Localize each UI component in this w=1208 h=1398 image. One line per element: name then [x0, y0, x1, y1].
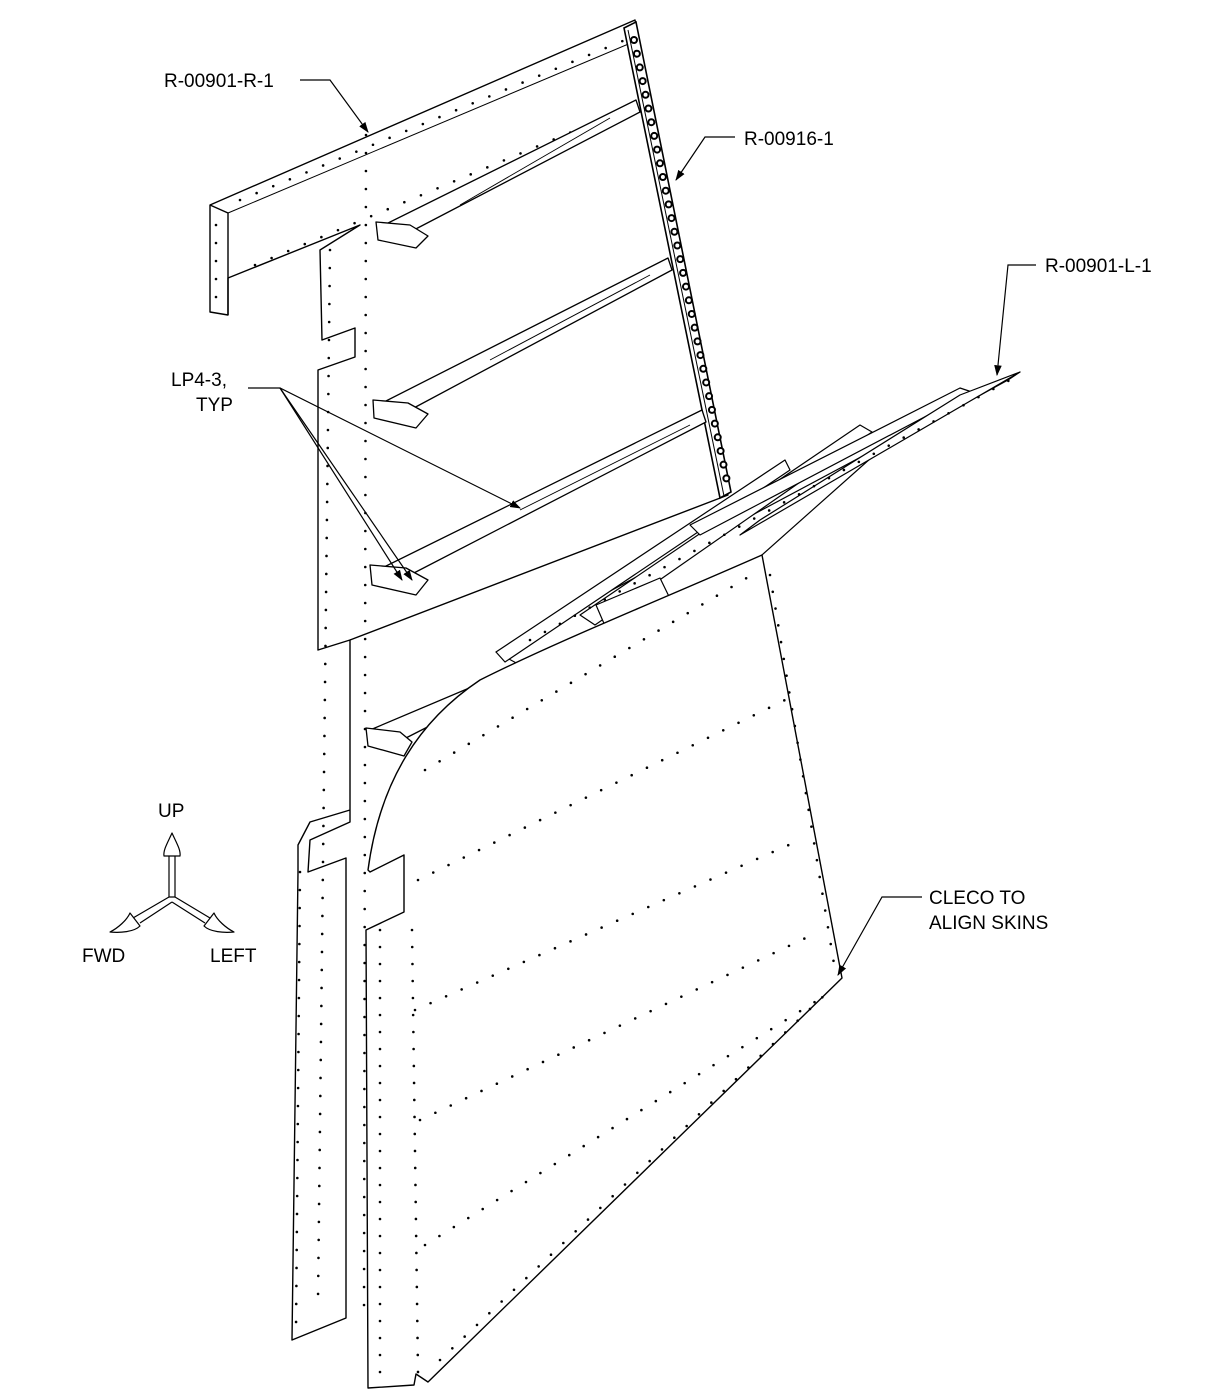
up-arrowhead-icon [163, 832, 181, 857]
leader-rib-2 [279, 387, 403, 581]
label-spar: R-00916-1 [744, 129, 834, 150]
left-arrowhead-icon [203, 912, 235, 933]
leader-spar [675, 136, 735, 181]
axis-labels: UP FWD LEFT [82, 801, 257, 967]
right-skin [209, 19, 729, 1341]
rib-upper [375, 99, 641, 249]
axis-label-fwd: FWD [82, 946, 125, 967]
label-right-skin: R-00901-R-1 [164, 71, 274, 92]
axis-triad-icon [109, 832, 235, 933]
left-skin-rivets [378, 378, 1012, 1382]
label-cleco-line1: CLECO TO [929, 888, 1025, 909]
left-skin-panel [365, 554, 843, 1389]
right-skin-outline [209, 19, 729, 1341]
leader-cleco [837, 896, 922, 976]
callout-labels: R-00901-R-1 R-00916-1 R-00901-L-1 LP4-3,… [164, 71, 1152, 934]
rib-middle [372, 257, 673, 429]
label-rib-line2: TYP [196, 395, 233, 416]
label-rib-line1: LP4-3, [171, 370, 227, 391]
spar [623, 20, 732, 500]
fwd-arrowhead-icon [109, 912, 141, 933]
axis-label-up: UP [158, 801, 184, 822]
axis-label-left: LEFT [210, 946, 257, 967]
leader-left-skin [994, 264, 1036, 377]
label-cleco-line2: ALIGN SKINS [929, 913, 1048, 934]
right-skin-top-flange [227, 39, 639, 214]
leader-right-skin [300, 79, 369, 133]
label-left-skin: R-00901-L-1 [1045, 256, 1152, 277]
leader-rib-3 [279, 387, 413, 581]
callout-leaders [248, 79, 1036, 976]
right-skin-rivets [214, 38, 627, 1332]
